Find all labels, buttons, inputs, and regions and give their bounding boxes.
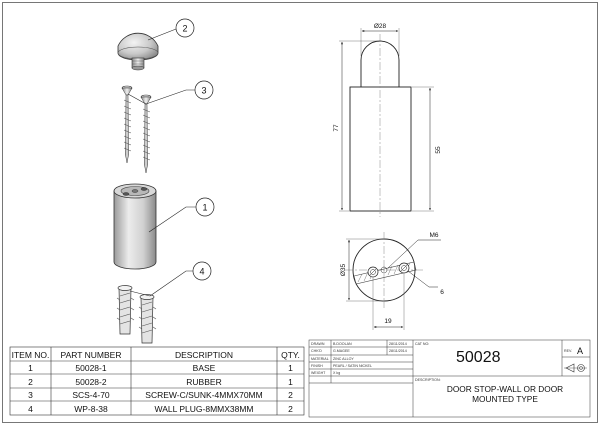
dim-base-height: 55	[435, 146, 442, 154]
label-finish: FINISH	[311, 363, 323, 368]
bom-cell-description: RUBBER	[186, 377, 222, 387]
label-cat-no: CAT NO:	[415, 341, 430, 346]
description-line-1: DOOR STOP-WALL OR DOOR	[446, 384, 564, 394]
value-finish: PEARL / SATIN NICKEL	[333, 363, 372, 368]
label-description: DESCRIPTION:	[415, 377, 441, 382]
bom-cell-qty: 2	[288, 404, 293, 414]
bom-cell-qty: 2	[288, 390, 293, 400]
balloon-4: 4	[192, 261, 212, 281]
label-material: MATERIAL	[311, 356, 329, 361]
base-part	[113, 183, 157, 270]
title-block-grid	[308, 339, 591, 418]
wall-plug-left	[116, 285, 135, 335]
bom-cell-item: 3	[28, 390, 33, 400]
bom-cell-description: WALL PLUG-8MMX38MM	[154, 404, 254, 414]
dim-top-diameter: Ø28	[374, 23, 387, 30]
bom-table-grid	[9, 346, 305, 416]
svg-text:4: 4	[199, 267, 204, 277]
bom-cell-qty: 1	[288, 363, 293, 373]
svg-text:1: 1	[202, 203, 207, 213]
dim-hole-diameter: 6	[440, 289, 444, 296]
wall-plug-right	[138, 294, 157, 344]
bom-cell-qty: 1	[288, 377, 293, 387]
value-weight: X kg	[333, 370, 341, 375]
svg-text:3: 3	[201, 86, 206, 96]
bom-header-part-number: PART NUMBER	[60, 350, 122, 360]
revision-value: A	[577, 345, 584, 356]
value-material: ZINC ALLOY	[333, 356, 354, 361]
bom-cell-part: 50028-2	[75, 377, 107, 387]
label-rev: REV.	[564, 349, 573, 353]
balloon-1: 1	[195, 197, 215, 217]
bom-cell-item: 4	[28, 404, 33, 414]
bom-cell-part: 50028-1	[75, 363, 107, 373]
description-line-2: MOUNTED TYPE	[472, 394, 538, 404]
exploded-view: 2 3 1 4	[113, 18, 215, 344]
date-drawn: 28/11/2014	[389, 341, 407, 346]
front-view: Ø28 77 55	[333, 23, 442, 217]
screw-right	[140, 94, 152, 174]
projection-symbol-icon	[564, 363, 587, 373]
value-checked: G.MAGEE	[333, 349, 350, 353]
bom-cell-part: WP-8-38	[74, 404, 108, 414]
bom-cell-part: SCS-4-70	[72, 390, 110, 400]
value-drawn: B.DOOLAN	[333, 341, 352, 346]
bom-cell-description: SCREW-C/SUNK-4MMX70MM	[145, 390, 263, 400]
dim-total-height: 77	[333, 124, 340, 132]
bom-cell-item: 1	[28, 363, 33, 373]
part-number-title: 50028	[456, 349, 501, 366]
bom-cell-description: BASE	[192, 363, 216, 373]
label-checked: CHK'D	[311, 349, 322, 353]
screw-left	[121, 85, 133, 164]
bottom-view: Ø35 M6 6 19	[340, 232, 444, 330]
label-drawn: DRAWN	[311, 341, 325, 346]
balloon-3: 3	[194, 80, 214, 100]
bom-header-description: DESCRIPTION	[174, 350, 234, 360]
label-weight: WEIGHT	[311, 370, 326, 375]
dim-hole-spacing: 19	[384, 318, 392, 325]
svg-text:2: 2	[182, 24, 187, 34]
bom-header-item-no: ITEM NO.	[11, 350, 50, 360]
date-checked: 28/11/2014	[389, 349, 407, 353]
dim-base-diameter: Ø35	[340, 263, 347, 276]
bom-header-qty: QTY.	[281, 350, 300, 360]
balloon-2: 2	[175, 18, 195, 38]
dim-thread: M6	[429, 232, 438, 239]
bom-cell-item: 2	[28, 377, 33, 387]
